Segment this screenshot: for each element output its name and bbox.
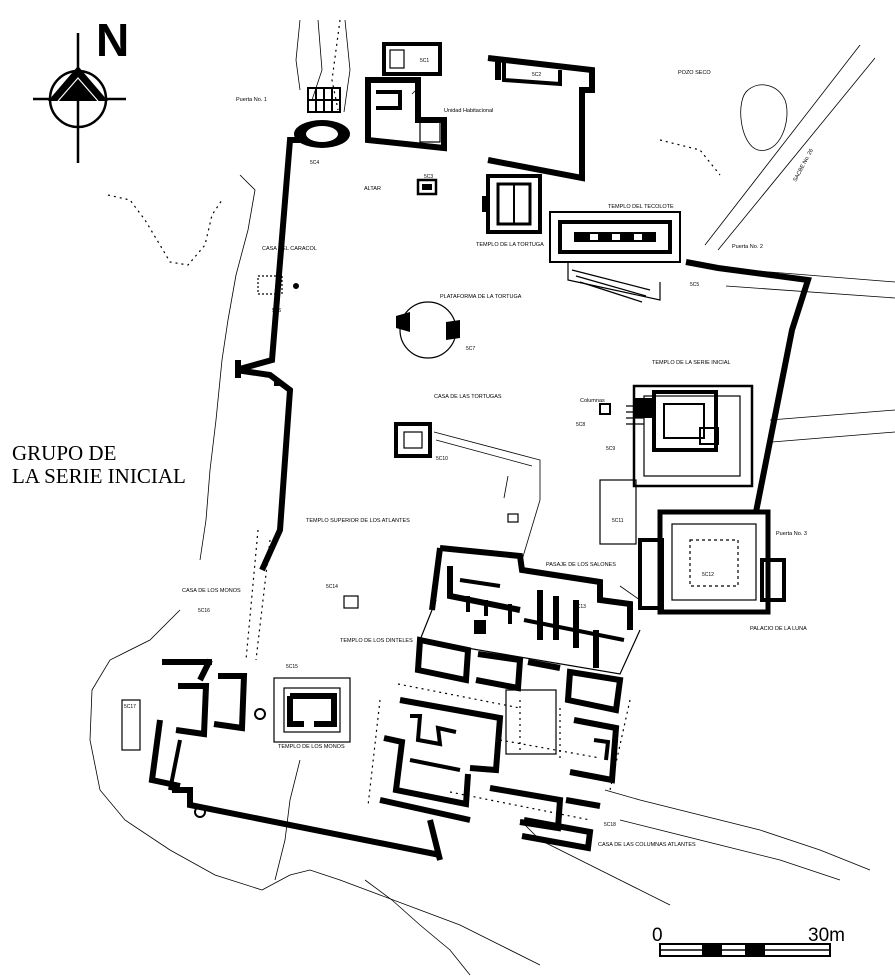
place-labels: Puerta No. 1 Unidad Habitacional POZO SE… (182, 70, 815, 848)
casa-del-caracol (257, 275, 299, 295)
templo-de-la-serie-inicial (599, 384, 754, 488)
casa-de-las-tortugas (394, 422, 541, 561)
code-5c12: 5C12 (702, 572, 714, 578)
label-sacbe: SACBE No. 26 (792, 148, 814, 183)
label-puerta-2: Puerta No. 2 (732, 244, 763, 250)
code-5c6: 5C6 (272, 308, 281, 314)
label-palacio-de-la-luna: PALACIO DE LA LUNA (750, 626, 807, 632)
label-columnas: Columnas (580, 398, 605, 404)
gate-puerta-1 (294, 87, 350, 148)
label-altar: ALTAR (364, 186, 381, 192)
label-templo-del-tecolote: TEMPLO DEL TECOLOTE (608, 204, 674, 210)
terrain-contours (89, 19, 871, 976)
north-letter: N (96, 14, 129, 66)
central-complex (367, 545, 641, 861)
code-5c11: 5C11 (612, 518, 624, 524)
code-5c16: 5C16 (198, 608, 210, 614)
templo-de-los-monos (273, 595, 359, 743)
north-arrow: N (33, 14, 129, 163)
label-templo-superior-atlantes: TEMPLO SUPERIOR DE LOS ATLANTES (306, 518, 410, 524)
code-5c3: 5C3 (424, 174, 433, 180)
label-caracol: CASA DEL CARACOL (262, 246, 317, 252)
code-5c18: 5C18 (604, 822, 616, 828)
code-5c8: 5C8 (576, 422, 585, 428)
label-puerta-3: Puerta No. 3 (776, 531, 807, 537)
label-templo-de-la-serie-inicial: TEMPLO DE LA SERIE INICIAL (652, 360, 731, 366)
scale-bar: 0 30m (652, 925, 845, 957)
plataforma-de-la-tortuga (396, 301, 460, 359)
label-puerta-1: Puerta No. 1 (236, 97, 267, 103)
misc-marks (411, 89, 641, 601)
scale-end-label: 30m (808, 925, 845, 946)
code-5c13: 5C13 (574, 604, 586, 610)
label-pozo-seco: POZO SECO (678, 70, 711, 76)
label-templo-de-la-tortuga: TEMPLO DE LA TORTUGA (476, 242, 544, 248)
code-5c14: 5C14 (326, 584, 338, 590)
label-plataforma-de-la-tortuga: PLATAFORMA DE LA TORTUGA (440, 294, 522, 300)
code-5c15: 5C15 (286, 664, 298, 670)
palacio-de-la-luna (638, 509, 786, 615)
scale-start-label: 0 (652, 925, 663, 946)
label-pasaje: PASAJE DE LOS SALONES (546, 562, 616, 568)
code-5c4: 5C4 (310, 160, 319, 166)
enclosure-wall (172, 62, 812, 858)
label-casa-de-las-columnas-atlantes: CASA DE LAS COLUMNAS ATLANTES (598, 842, 696, 848)
templo-del-tecolote (549, 211, 681, 303)
label-casa-de-los-monos: CASA DE LOS MONOS (182, 588, 241, 594)
code-5c1: 5C1 (420, 58, 429, 64)
group-title-line-2: LA SERIE INICIAL (12, 464, 186, 488)
code-5c17: 5C17 (124, 704, 136, 710)
group-title-line-1: GRUPO DE (12, 441, 116, 465)
unidad-habitacional (365, 42, 595, 182)
code-5c10: 5C10 (436, 456, 448, 462)
code-5c5: 5C5 (690, 282, 699, 288)
templo-de-la-tortuga (482, 174, 542, 234)
altar (416, 178, 438, 196)
label-unidad-habitacional: Unidad Habitacional (444, 108, 493, 114)
label-casa-de-las-tortugas: CASA DE LAS TORTUGAS (434, 394, 502, 400)
label-templo-de-los-monos: TEMPLO DE LOS MONOS (278, 744, 345, 750)
code-5c9: 5C9 (606, 446, 615, 452)
casa-de-los-monos (121, 529, 271, 818)
court-rectangle (507, 479, 637, 545)
label-templo-de-los-dinteles: TEMPLO DE LOS DINTELES (340, 638, 413, 644)
structure-codes: 5C1 5C2 5C3 5C4 5C5 5C6 5C7 5C8 5C9 5C10… (124, 58, 714, 828)
code-5c2: 5C2 (532, 72, 541, 78)
code-5c7: 5C7 (466, 346, 475, 352)
